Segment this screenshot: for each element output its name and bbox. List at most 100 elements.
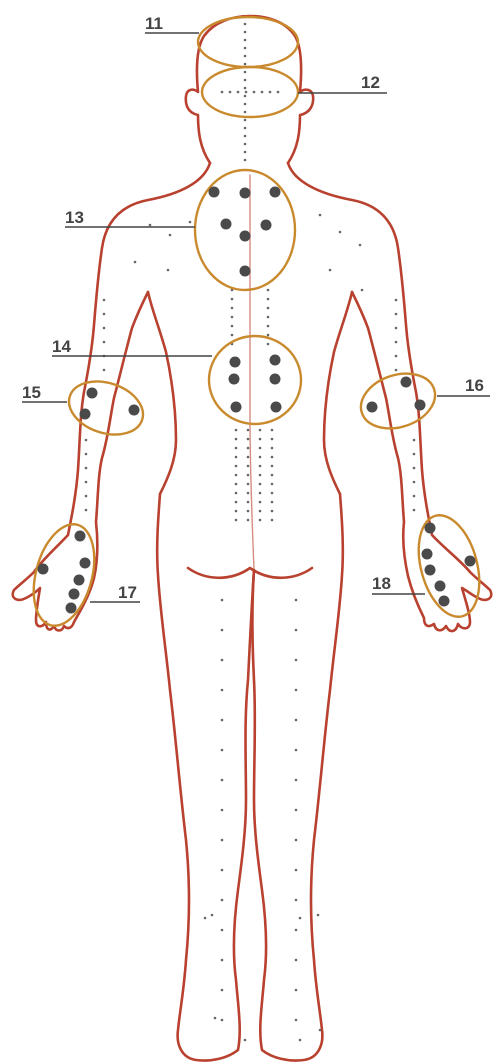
minor-point [244,71,247,74]
zone-16-outline [354,365,442,438]
acupoint [221,219,232,230]
minor-point [261,91,264,94]
acupoint [425,565,436,576]
minor-point [295,629,298,632]
minor-point [277,91,280,94]
minor-point [259,483,262,486]
minor-point [103,313,106,316]
minor-point [259,492,262,495]
zone-11-outline [198,17,298,67]
minor-point [413,495,416,498]
minor-point [259,447,262,450]
acupoint [87,388,98,399]
minor-point [259,474,262,477]
minor-point [244,1039,247,1042]
acupoint [435,581,446,592]
minor-point [235,501,238,504]
minor-point [295,959,298,962]
minor-point [247,483,250,486]
minor-point [267,325,270,328]
minor-point [361,289,364,292]
acupoint [229,374,240,385]
acupoint [271,402,282,413]
minor-point [413,439,416,442]
acupoint [80,409,91,420]
zone-14-outline [209,336,301,424]
minor-point [271,429,274,432]
zone-18-outline [408,509,489,624]
minor-point [413,453,416,456]
acupoint [75,531,86,542]
zone-18: 18 [372,509,490,624]
minor-point [149,224,152,227]
minor-point [85,467,88,470]
minor-point [235,483,238,486]
minor-point [267,298,270,301]
minor-point [85,439,88,442]
zone-17-label: 17 [118,583,137,602]
acupoint [422,549,433,560]
acupoint [240,188,251,199]
minor-point [247,456,250,459]
minor-point [237,91,240,94]
minor-point [295,989,298,992]
minor-point [214,1017,217,1020]
minor-point [359,244,362,247]
minor-point [235,456,238,459]
acupoint [69,589,80,600]
acupoint [439,596,450,607]
minor-point [103,369,106,372]
minor-point [295,779,298,782]
minor-point [231,307,234,310]
minor-point [413,467,416,470]
minor-point [221,659,224,662]
minor-point [413,481,416,484]
zone-16-label: 16 [465,376,484,395]
acupoint [240,266,251,277]
minor-point [189,221,192,224]
minor-point [271,474,274,477]
minor-point [244,95,247,98]
minor-point [244,39,247,42]
minor-point [247,474,250,477]
minor-point [167,269,170,272]
minor-point [244,31,247,34]
zone-17: 17 [23,518,140,633]
minor-point [259,519,262,522]
minor-point [235,510,238,513]
minor-point [395,299,398,302]
acupoint [231,402,242,413]
acupoint [74,575,85,586]
zone-13-label: 13 [65,208,84,227]
minor-point [244,87,247,90]
minor-point [271,510,274,513]
minor-point [259,510,262,513]
minor-point [244,103,247,106]
minor-point [235,519,238,522]
acupoint [38,564,49,575]
acupoint [66,603,77,614]
minor-point [395,341,398,344]
minor-point [395,327,398,330]
minor-point [267,289,270,292]
minor-point [235,438,238,441]
minor-point [247,519,250,522]
minor-point [319,1029,322,1032]
minor-point [253,91,256,94]
minor-point [295,869,298,872]
minor-point [271,483,274,486]
acupoint [270,187,281,198]
acupoint [367,402,378,413]
minor-point [244,143,247,146]
minor-point [85,495,88,498]
minor-point [395,355,398,358]
minor-point [247,510,250,513]
minor-point [295,809,298,812]
minor-point [271,456,274,459]
minor-point [329,269,332,272]
minor-point [235,447,238,450]
minor-point [103,341,106,344]
minor-point [244,63,247,66]
acupoint [401,377,412,388]
zone-12-outline [202,67,298,117]
